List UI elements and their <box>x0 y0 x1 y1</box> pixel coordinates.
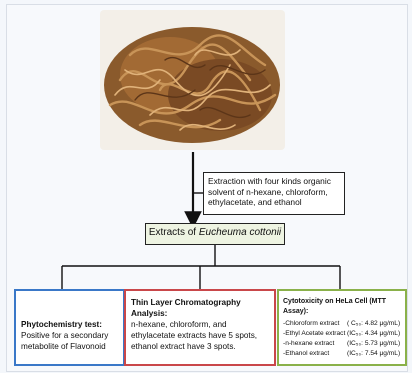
extraction-line-1: Extraction with four kinds organic <box>208 176 331 186</box>
extraction-line-3: ethylacetate, and ethanol <box>208 197 302 208</box>
phytochemistry-text: Positive for a secondary metabolite of F… <box>21 331 109 351</box>
tlc-text: n-hexane, chloroform, and ethylacetate e… <box>131 320 258 351</box>
extracts-species: Eucheuma cottonii <box>198 227 282 238</box>
cytotoxicity-box: Cytotoxicity on HeLa Cell (MTT Assay): -… <box>277 289 407 366</box>
cyto-row-label: -Ethyl Acetate extract <box>283 330 346 337</box>
phytochemistry-title: Phytochemistry test: <box>21 320 102 329</box>
cyto-row-value: ( C₅₀: 4.82 μg/mL) <box>347 320 401 327</box>
cyto-row: -Chloroform extract ( C₅₀: 4.82 μg/mL) <box>283 319 401 329</box>
tlc-box: Thin Layer Chromatography Analysis: n-he… <box>124 289 276 366</box>
cyto-row-label: -n-hexane extract <box>283 340 335 347</box>
cyto-row: -n-hexane extract (IC₅₀: 5.73 μg/mL) <box>283 339 401 349</box>
cyto-row: -Ethyl Acetate extract (IC₅₀: 4.34 μg/mL… <box>283 329 401 339</box>
tlc-title: Thin Layer Chromatography Analysis: <box>131 298 241 318</box>
cyto-row-label: -Chloroform extract <box>283 320 340 327</box>
cytotoxicity-title: Cytotoxicity on HeLa Cell (MTT Assay): <box>283 298 387 315</box>
cyto-row-label: -Ethanol extract <box>283 350 330 357</box>
cyto-row-value: (IC₅₀: 7.54 μg/mL) <box>347 350 401 357</box>
extracts-prefix: Extracts of <box>148 227 197 238</box>
extracts-box: Extracts of Eucheuma cottonii <box>145 223 285 245</box>
extraction-box: Extraction with four kinds organic solve… <box>203 172 345 215</box>
phytochemistry-box: Phytochemistry test: Positive for a seco… <box>14 289 125 366</box>
seaweed-photo <box>100 10 285 150</box>
cyto-row: -Ethanol extract (IC₅₀: 7.54 μg/mL) <box>283 349 401 359</box>
cyto-row-value: (IC₅₀: 4.34 μg/mL) <box>347 330 401 337</box>
cyto-row-value: (IC₅₀: 5.73 μg/mL) <box>347 340 401 347</box>
extraction-line-2: solvent of n-hexane, chloroform, <box>208 186 328 197</box>
